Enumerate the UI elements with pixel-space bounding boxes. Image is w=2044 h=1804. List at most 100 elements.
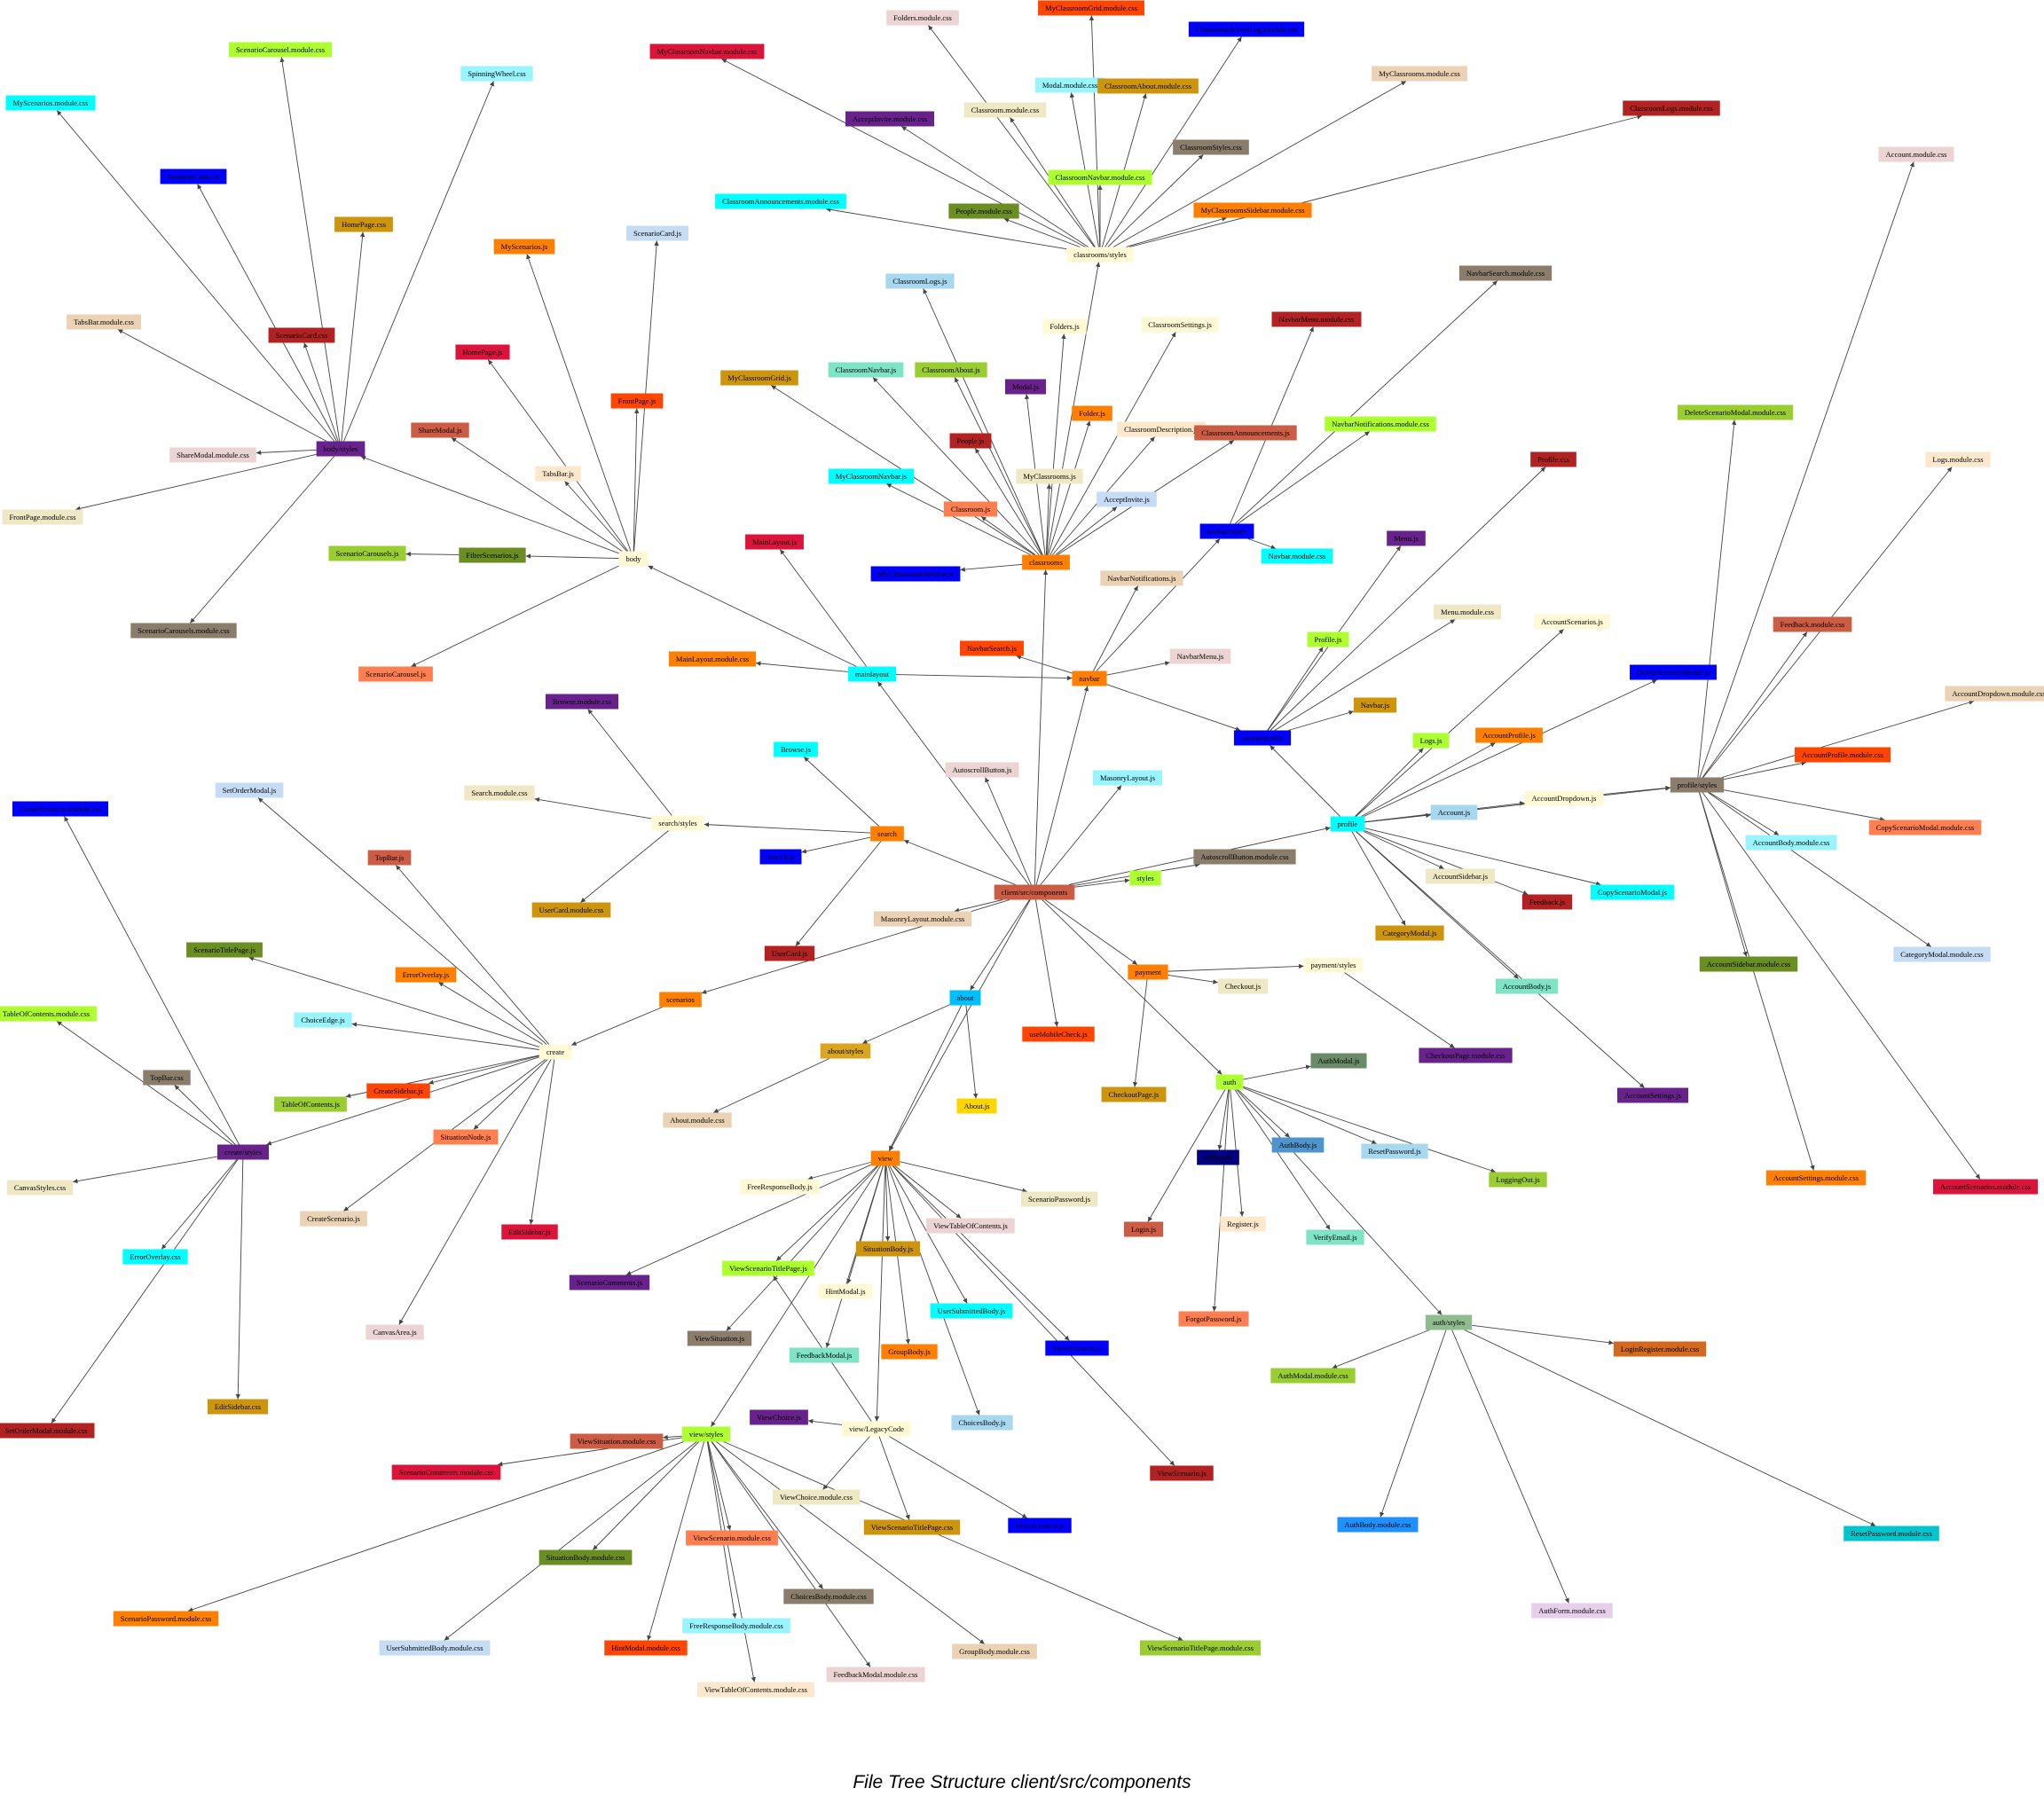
edge-create-to-editsidebar-js — [529, 1059, 555, 1225]
edge-payment-to-checkoutpage-js — [1132, 979, 1148, 1087]
edge-client-src-components-to-view — [889, 899, 1031, 1151]
edge-view-legacycode-to-viewchoice-module-css — [822, 1436, 870, 1490]
edge-body-to-body-styles — [360, 455, 619, 554]
node-label: Browse.module.css — [553, 697, 611, 706]
edge-view-to-view-legacycode — [874, 1165, 886, 1422]
node-label: SituationBody.js — [863, 1244, 913, 1253]
node-label: ScenarioComments.module.css — [399, 1468, 494, 1477]
edge-search-to-browse-js — [803, 757, 880, 827]
node-label: AccountSidebar.module.css — [1707, 960, 1790, 969]
edge-auth-to-login-js — [1147, 1089, 1226, 1222]
node-menu-module-css: Menu.module.css — [1434, 604, 1501, 620]
node-label: CreateScenario.js — [307, 1214, 360, 1223]
node-box — [1193, 202, 1312, 218]
node-authbody-js: AuthBody.js — [1271, 1137, 1325, 1153]
node-login-js: Login.js — [1123, 1221, 1164, 1237]
node-label: ClassroomAnnouncements.js — [1201, 428, 1289, 437]
node-loginregister-module-css: LoginRegister.module.css — [1613, 1341, 1707, 1357]
node-box — [1197, 1149, 1239, 1165]
edge-auth-styles-to-resetpassword-module-css — [1464, 1329, 1876, 1526]
node-box — [216, 1144, 270, 1160]
node-box — [618, 551, 649, 567]
node-box — [391, 1464, 501, 1480]
node-box — [649, 43, 765, 59]
node-label: MyScenarios.module.css — [13, 98, 89, 107]
node-viewtableofcontents-js: ViewTableOfContents.js — [926, 1218, 1015, 1234]
node-setordermodal-module-css: SetOrderModal.module.css — [0, 1423, 95, 1439]
node-box — [379, 1640, 491, 1656]
node-accountdropdown-js: AccountDropdown.js — [1524, 790, 1604, 806]
node-box — [535, 466, 581, 482]
node-label: ClassroomAbout.js — [922, 365, 979, 374]
node-label: ViewScenario.js — [1052, 1344, 1101, 1353]
node-label: auth — [1223, 1078, 1237, 1086]
node-usersubmittedbody-js: UserSubmittedBody.js — [930, 1303, 1013, 1319]
node-box — [395, 967, 457, 983]
edge-body-to-filterscenarios-js — [525, 553, 619, 560]
node-box — [501, 1224, 558, 1240]
edge-classrooms-to-classroomsettings-js — [1050, 332, 1176, 555]
node-box — [1169, 648, 1231, 664]
node-label: profile/styles — [1678, 780, 1717, 789]
node-box — [358, 666, 433, 682]
node-label: Search.js — [767, 852, 795, 861]
node-authbody-module-css: AuthBody.module.css — [1337, 1517, 1419, 1533]
edge-profile-styles-to-categorymodal-module-css — [1708, 792, 1931, 947]
node-classroomstyles-css: ClassroomStyles.css — [1173, 139, 1249, 155]
node-box — [1613, 1341, 1707, 1357]
node-navbarnotifications-module-css: NavbarNotifications.module.css — [1325, 416, 1436, 432]
edge-body-styles-to-scenariocarousel-module-css — [279, 57, 341, 442]
node-label: TableOfContents.js — [281, 1100, 340, 1109]
node-box — [1623, 100, 1720, 116]
edge-view-styles-to-freeresponsebody-module-css — [706, 1441, 737, 1619]
edge-profile-styles-to-deletescenariomodal-module-css — [1697, 420, 1737, 778]
node-viewscenario-module-css: ViewScenario.module.css — [686, 1530, 778, 1546]
node-label: ViewScenario.js — [1015, 1521, 1064, 1530]
node-freeresponsebody-module-css: FreeResponseBody.module.css — [682, 1618, 790, 1634]
node-auth-utils: auth/utils — [1197, 1149, 1239, 1165]
node-navbarnotifications-js: NavbarNotifications.js — [1100, 570, 1183, 586]
node-box — [459, 547, 526, 563]
node-box — [143, 1070, 191, 1086]
node-homepage-js: HomePage.js — [455, 344, 510, 360]
node-box — [1893, 946, 1991, 962]
edge-navbar-profile-to-menu-module-css — [1274, 619, 1456, 731]
node-browse-module-css: Browse.module.css — [545, 694, 619, 710]
node-box — [722, 1260, 814, 1276]
node-payment-styles: payment/styles — [1303, 957, 1364, 973]
node-copyscenariomodal-module-css: CopyScenarioModal.module.css — [1868, 820, 1982, 835]
edge-auth-to-verifyemail-js — [1234, 1089, 1331, 1230]
node-box — [1530, 451, 1576, 467]
edge-auth-to-authmodal-js — [1243, 1064, 1311, 1080]
node-label: Register.js — [1227, 1220, 1259, 1228]
node-accountsidebar-module-css: AccountSidebar.module.css — [1699, 956, 1798, 972]
edge-profile-styles-to-feedback-module-css — [1702, 631, 1808, 778]
node-myclassroomnavbar-module-css: MyClassroomNavbar.module.css — [649, 43, 765, 59]
node-register-js: Register.js — [1220, 1216, 1266, 1232]
node-label: ViewSituation.js — [695, 1334, 744, 1343]
node-feedback-js: Feedback.js — [1521, 894, 1573, 910]
edge-body-styles-to-tabsbar-module-css — [117, 329, 327, 442]
node-profile: profile — [1330, 816, 1365, 832]
node-viewsituation-js: ViewSituation.js — [687, 1330, 752, 1346]
node-box — [1097, 78, 1199, 94]
node-accountdropdown-module-css: AccountDropdown.module.css — [1945, 686, 2044, 702]
node-scenariocomments-module-css: ScenarioComments.module.css — [391, 1464, 501, 1480]
node-box — [1330, 816, 1365, 832]
node-box — [863, 1519, 961, 1535]
node-label: ShareModal.js — [418, 426, 461, 435]
node-box — [772, 1489, 861, 1505]
node-label: Profile.css — [1537, 455, 1569, 464]
node-label: mainlayout — [855, 670, 890, 678]
node-myclassrooms-module-css: MyClassrooms.module.css — [1372, 66, 1467, 82]
node-classroomannouncements-module-css: ClassroomAnnouncements.module.css — [715, 193, 846, 209]
node-box — [948, 203, 1019, 219]
node-createsidebar-js: CreateSidebar.js — [366, 1083, 430, 1099]
node-label: HomePage.js — [462, 348, 502, 357]
node-label: ClassroomNavbar.js — [836, 365, 897, 374]
node-box — [740, 1179, 820, 1195]
node-viewscenariotitlepage-js: ViewScenarioTitlePage.js — [722, 1260, 814, 1276]
node-box — [569, 1275, 650, 1290]
edge-body-to-myscenarios-js — [526, 254, 632, 552]
node-label: Modal.js — [1012, 382, 1039, 391]
